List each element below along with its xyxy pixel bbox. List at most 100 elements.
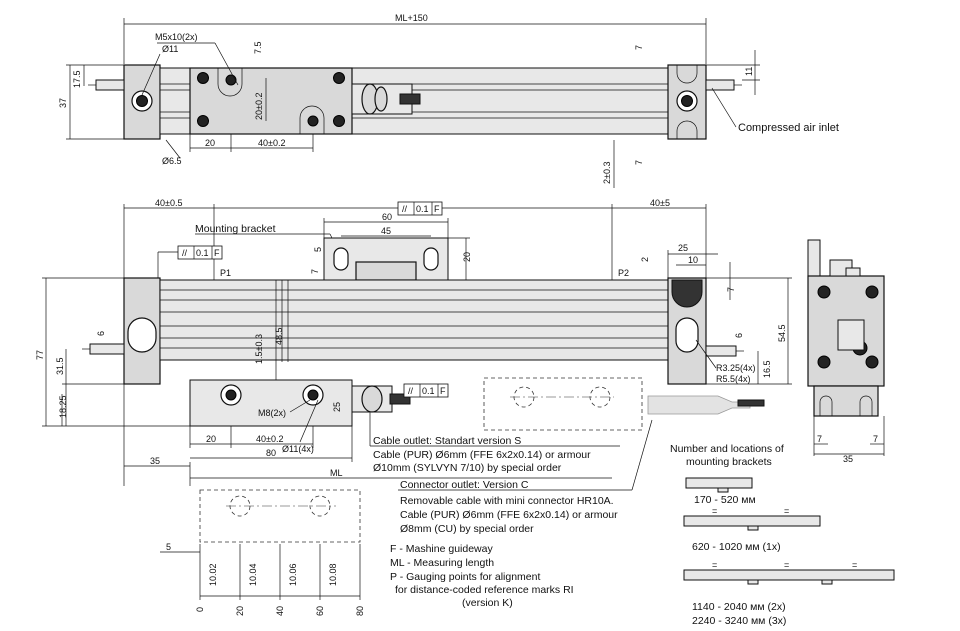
dim-40-5: 40±5 <box>650 198 670 208</box>
svg-text:=: = <box>712 506 717 516</box>
label-mounting-bracket: Mounting bracket <box>195 223 276 235</box>
dim-31-5: 31.5 <box>55 357 65 375</box>
label-p1: P1 <box>220 268 231 278</box>
label-m8: M8(2x) <box>258 408 286 418</box>
svg-text:=: = <box>784 506 789 516</box>
cable-note-2: Cable (PUR) Ø6mm (FFE 6x2x0.14) or armou… <box>373 449 591 461</box>
legend-p: P - Gauging points for alignment <box>390 571 540 583</box>
legend-p-3: (version K) <box>462 597 513 609</box>
dim-6-left: 6 <box>96 331 106 336</box>
dim-40-02: 40±0.2 <box>258 138 285 148</box>
dim-7-side-left: 7 <box>817 434 822 444</box>
dim-17-5: 17.5 <box>72 70 82 88</box>
ref-10-06: 10.06 <box>288 563 298 586</box>
mount-range-2: 620 - 1020 мм (1x) <box>692 541 781 553</box>
top-view: ML+150 <box>58 13 839 188</box>
dim-11: 11 <box>744 67 754 76</box>
ref-tick-80: 80 <box>355 606 365 616</box>
dim-2-03: 2±0.3 <box>602 162 612 184</box>
dim-10-right: 10 <box>688 255 698 265</box>
dim-18-25: 18.25 <box>58 395 68 418</box>
tolerance-frame-top: // 0.1 F <box>397 201 443 216</box>
label-r325: R3.25(4x) <box>716 363 756 373</box>
cable-notes: Cable outlet: Standart version S Cable (… <box>369 412 620 474</box>
svg-text:0.1: 0.1 <box>416 204 429 214</box>
dim-7-5: 7.5 <box>253 41 263 54</box>
ref-tick-60: 60 <box>315 606 325 616</box>
label-d11-4x: Ø11(4x) <box>282 444 314 454</box>
dim-ml-150: ML+150 <box>395 13 428 23</box>
dim-80: 80 <box>266 448 276 458</box>
mounting-bracket-counts: Number and locations of mounting bracket… <box>670 443 895 627</box>
dim-45: 45 <box>381 226 391 236</box>
side-view: 7 7 35 <box>807 239 885 464</box>
label-air-inlet: Compressed air inlet <box>738 122 839 134</box>
cable-note-1: Cable outlet: Standart version S <box>373 435 521 447</box>
dim-7-side-right: 7 <box>873 434 878 444</box>
dim-7-bottom: 7 <box>634 160 644 165</box>
mount-range-3: 1140 - 2040 мм (2x) <box>692 601 786 613</box>
label-d11: Ø11 <box>162 44 178 54</box>
ref-10-08: 10.08 <box>328 563 338 586</box>
legend-ml: ML - Measuring length <box>390 557 494 569</box>
svg-text:0.1: 0.1 <box>422 386 435 396</box>
dim-5: 5 <box>313 247 323 252</box>
dim-48-5: 48.5 <box>274 327 284 345</box>
ref-tick-40: 40 <box>275 606 285 616</box>
reference-mark-scale: 5 10.02 10.04 10.06 10.08 0 20 40 60 80 <box>160 489 365 616</box>
label-r55: R5.5(4x) <box>716 374 751 384</box>
ref-10-02: 10.02 <box>208 563 218 586</box>
label-p2: P2 <box>618 268 629 278</box>
svg-text:F: F <box>434 204 440 214</box>
svg-text:F: F <box>214 248 220 258</box>
dim-20-bracket: 20 <box>462 252 472 262</box>
svg-text://: // <box>402 204 408 214</box>
dim-16-5: 16.5 <box>762 360 772 378</box>
dim-7-bracket: 7 <box>310 269 320 274</box>
dim-40-05: 40±0.5 <box>155 198 182 208</box>
legend-f: F - Mashine guideway <box>390 543 493 555</box>
mount-range-1: 170 - 520 мм <box>694 494 756 506</box>
svg-text:=: = <box>852 560 857 570</box>
dim-1-5: 1.5±0.3 <box>254 334 264 364</box>
dim-7-right: 7 <box>726 287 736 292</box>
legend-p-2: for distance-coded reference marks RI <box>395 584 574 596</box>
dim-7-top: 7 <box>634 45 644 50</box>
dim-d6-5: Ø6.5 <box>162 156 182 166</box>
ref-10-04: 10.04 <box>248 563 258 586</box>
dim-20-b: 20 <box>206 434 216 444</box>
svg-text:=: = <box>784 560 789 570</box>
dim-6-right: 6 <box>734 333 744 338</box>
dim-60: 60 <box>382 212 392 222</box>
dim-35: 35 <box>150 456 160 466</box>
tolerance-frame-left: // 0.1 F <box>157 245 223 278</box>
dim-40-02-b: 40±0.2 <box>256 434 283 444</box>
connector-notes: Connector outlet: Version C Removable ca… <box>398 419 653 535</box>
dim-25-right: 25 <box>678 243 688 253</box>
ref-tick-0: 0 <box>195 607 205 612</box>
dim-77: 77 <box>35 350 45 360</box>
connector-note-1: Connector outlet: Version C <box>400 479 529 491</box>
svg-text:=: = <box>712 560 717 570</box>
legend: F - Mashine guideway ML - Measuring leng… <box>390 543 574 609</box>
svg-text:0.1: 0.1 <box>196 248 209 258</box>
mount-range-4: 2240 - 3240 мм (3x) <box>692 615 786 627</box>
dim-20-v: 20±0.2 <box>254 93 264 120</box>
label-m5x10: M5x10(2x) <box>155 32 198 42</box>
dim-37: 37 <box>58 98 68 108</box>
reading-head <box>189 67 353 135</box>
reading-head-front <box>189 379 353 427</box>
front-view: 40±0.5 40±5 // 0.1 F // 0.1 F Mounting b… <box>35 198 792 486</box>
connector-note-4: Ø8mm (CU) by special order <box>400 523 534 535</box>
connector-note-3: Cable (PUR) Ø6mm (FFE 6x2x0.14) or armou… <box>400 509 618 521</box>
front-housing <box>159 279 669 361</box>
ref-tick-20: 20 <box>235 606 245 616</box>
svg-text:F: F <box>440 386 446 396</box>
connector-outline <box>483 377 643 431</box>
mount-title-1: Number and locations of <box>670 443 784 455</box>
mount-title-2: mounting brackets <box>686 456 772 468</box>
tolerance-frame-head: // 0.1 F <box>403 383 449 398</box>
dim-5-ref: 5 <box>166 542 171 552</box>
dim-2-right: 2 <box>640 257 650 262</box>
